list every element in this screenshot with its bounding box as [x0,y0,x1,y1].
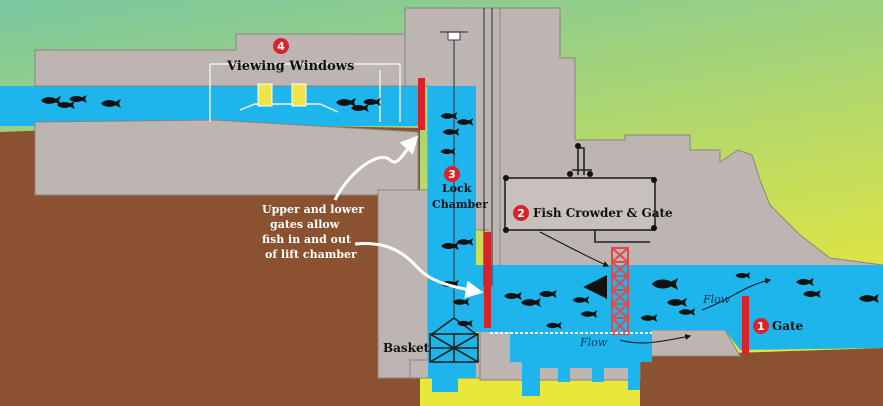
svg-text:gates allow: gates allow [270,218,340,231]
svg-text:fish in and out: fish in and out [262,233,352,246]
lower-lock-gate [484,232,491,328]
svg-text:2: 2 [517,207,525,220]
label-fish-crowder: Fish Crowder & Gate [533,206,673,220]
svg-text:of lift chamber: of lift chamber [265,248,357,261]
badge-lock-chamber: 3 [444,166,460,182]
label-viewing-windows: Viewing Windows [226,59,354,74]
label-basket: Basket [383,341,430,355]
svg-text:4: 4 [277,40,285,53]
collection-basin-water [510,336,652,396]
viewing-window-left [257,83,273,107]
badge-viewing-windows: 4 [273,38,289,54]
entrance-gate [742,296,749,354]
label-lock-line1: Lock [442,182,472,195]
viewing-gallery [209,63,401,122]
flow-arrows [539,231,772,344]
upper-lock-gate [418,78,425,130]
tailrace-water [476,265,883,350]
badge-gate: 1 [753,318,769,334]
callout-arrows [333,135,484,299]
gates-note: Upper and lower gates allow fish in and … [262,203,364,261]
crowder-pins [503,143,657,233]
label-lock-line2: Chamber [432,198,488,211]
svg-text:3: 3 [448,168,456,181]
label-flow-upper: Flow [702,293,731,306]
earth-riverbed [640,348,883,406]
label-gate: Gate [772,319,804,333]
badge-fish-crowder: 2 [513,205,529,221]
crowder-housing [504,147,656,243]
label-flow-lower: Flow [579,336,608,349]
viewing-window-right [291,83,307,107]
lower-outlet-water [428,366,476,392]
svg-text:Upper and lower: Upper and lower [262,203,364,216]
svg-text:1: 1 [757,320,765,333]
